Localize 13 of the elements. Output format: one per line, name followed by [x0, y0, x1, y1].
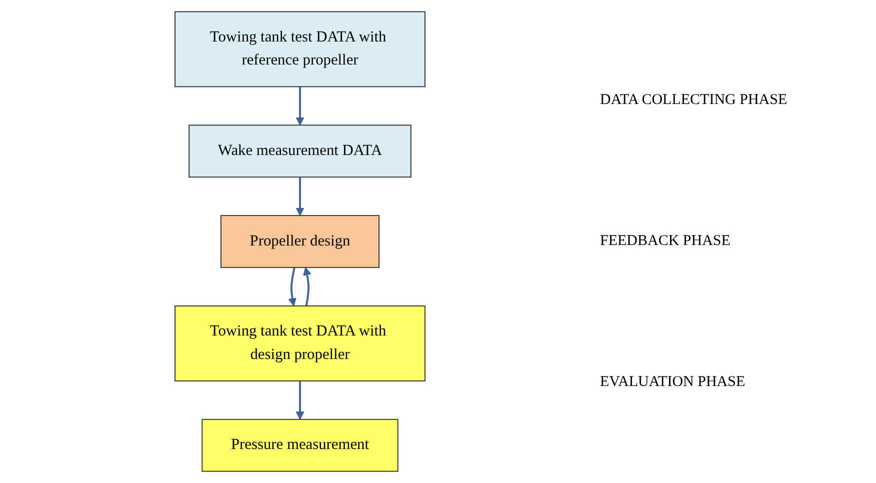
phase-label: EVALUATION PHASE [600, 374, 746, 391]
arrow [296, 86, 304, 126]
phase-label: DATA COLLECTING PHASE [600, 92, 788, 109]
node-box: Towing tank test DATA with reference propeller [174, 11, 426, 88]
arrow [296, 380, 304, 420]
node-box: Wake measurement DATA [188, 124, 412, 178]
arrow [296, 177, 304, 216]
phase-label: FEEDBACK PHASE [600, 233, 732, 250]
arrow [302, 267, 312, 306]
node-box: Towing tank test DATA with design propeller [174, 305, 426, 382]
node-box: Propeller design [220, 215, 380, 268]
node-box: Pressure measurement [202, 418, 398, 472]
arrow [288, 267, 297, 306]
